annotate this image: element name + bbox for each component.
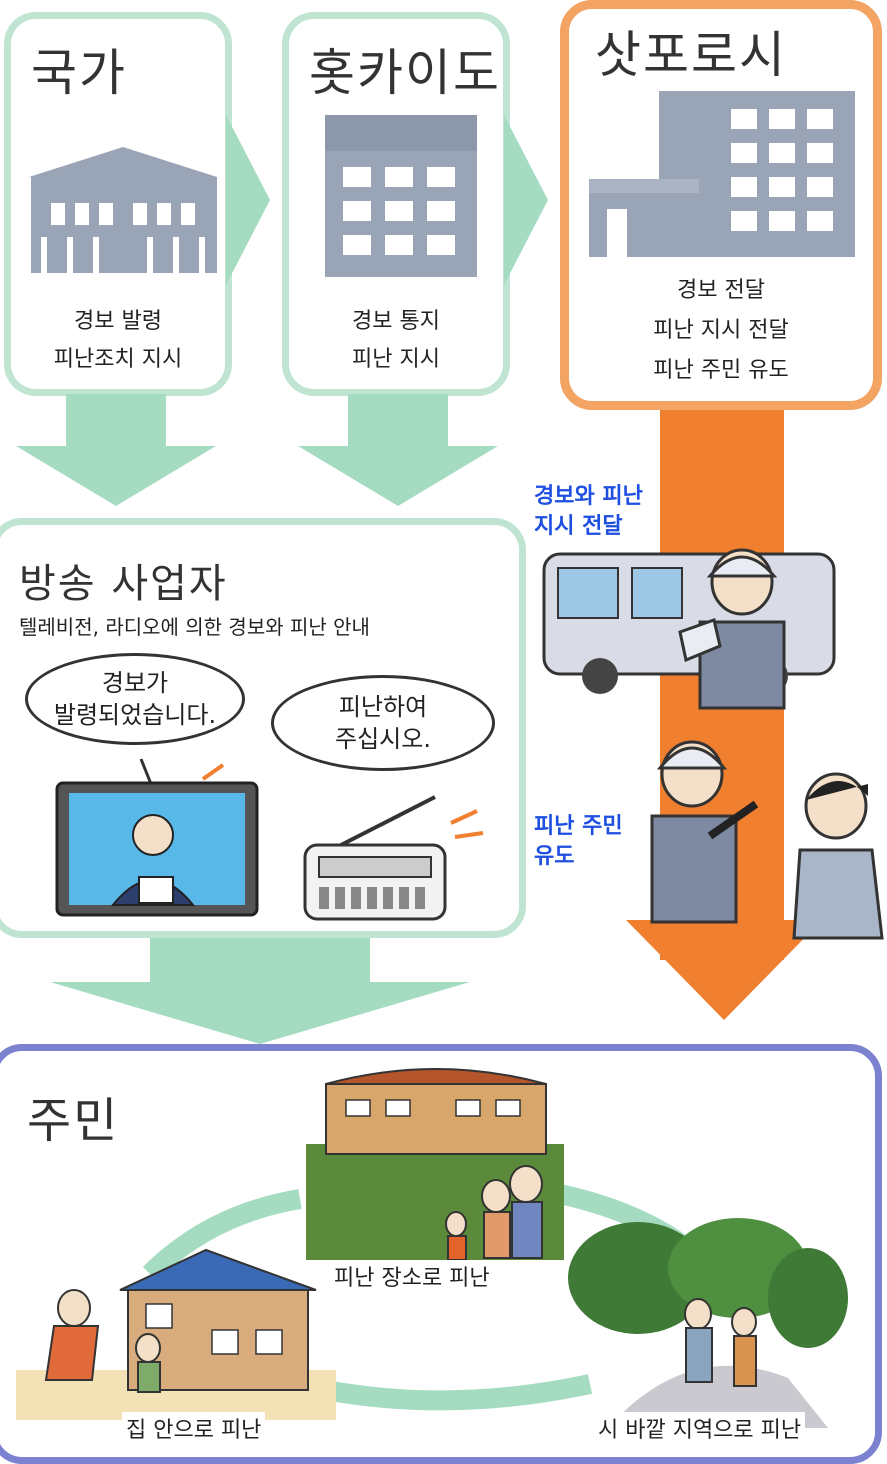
city-hall-icon — [589, 91, 855, 257]
sapporo-line-3: 피난 주민 유도 — [653, 358, 789, 383]
school-icon — [306, 1068, 564, 1261]
transmit-label: 경보와 피난 지시 전달 — [534, 482, 643, 542]
bubble-radio: 피난하여 주십시오. — [271, 675, 495, 771]
officer-icon — [650, 740, 759, 924]
tv-icon — [55, 758, 259, 917]
evac-home-caption: 집 안으로 피난 — [122, 1412, 266, 1444]
guide-label: 피난 주민 유도 — [534, 812, 623, 872]
bubble-radio-line-1: 피난하여 — [338, 693, 428, 721]
bubble-tv-line-2: 발령되었습니다. — [53, 701, 217, 729]
arrow-right-icon — [504, 115, 548, 285]
national-line-1: 경보 발령 — [74, 309, 162, 334]
sapporo-desc: 경보 전달 피난 지시 전달 피난 주민 유도 — [569, 271, 873, 391]
bubble-tv-line-1: 경보가 — [101, 669, 169, 697]
transmit-line-2: 지시 전달 — [534, 514, 623, 539]
house-icon — [16, 1248, 336, 1420]
resident-icon — [792, 772, 884, 940]
bubble-tv: 경보가 발령되었습니다. — [25, 653, 245, 745]
forest-icon — [568, 1218, 848, 1428]
hokkaido-line-1: 경보 통지 — [352, 309, 440, 334]
national-title: 국가 — [31, 44, 127, 102]
officer-icon — [678, 548, 786, 710]
sapporo-line-1: 경보 전달 — [677, 278, 765, 303]
guide-line-2: 유도 — [534, 844, 575, 869]
radio-icon — [303, 795, 484, 921]
evac-shelter-caption: 피난 장소로 피난 — [330, 1260, 494, 1292]
prefectural-building-icon — [325, 115, 477, 277]
broadcaster-subtitle: 텔레비전, 라디오에 의한 경보와 피난 안내 — [19, 615, 370, 639]
arrow-down-icon — [298, 394, 498, 506]
national-desc: 경보 발령 피난조치 지시 — [11, 303, 225, 379]
arrow-right-icon — [226, 115, 270, 285]
evac-outside-caption: 시 바깥 지역으로 피난 — [594, 1412, 806, 1444]
bubble-radio-line-2: 주십시오. — [335, 725, 431, 753]
arrow-down-icon — [50, 938, 470, 1044]
national-line-2: 피난조치 지시 — [53, 347, 183, 372]
broadcaster-title: 방송 사업자 — [19, 561, 228, 607]
transmit-line-1: 경보와 피난 — [534, 484, 643, 509]
national-box: 국가 경보 발령 피난조치 지시 — [4, 12, 232, 396]
arrow-down-icon — [16, 394, 216, 506]
sapporo-title: 삿포로시 — [595, 26, 787, 84]
hokkaido-desc: 경보 통지 피난 지시 — [289, 303, 503, 379]
guide-line-1: 피난 주민 — [534, 814, 623, 839]
residents-title: 주민 — [27, 1093, 120, 1149]
sapporo-box: 삿포로시 경보 전달 피난 지시 전달 피난 주민 유도 — [560, 0, 882, 410]
sapporo-line-2: 피난 지시 전달 — [653, 318, 789, 343]
hokkaido-line-2: 피난 지시 — [352, 347, 440, 372]
hokkaido-box: 홋카이도 경보 통지 피난 지시 — [282, 12, 510, 396]
government-building-icon — [29, 147, 217, 273]
hokkaido-title: 홋카이도 — [309, 44, 501, 102]
broadcaster-box: 방송 사업자 텔레비전, 라디오에 의한 경보와 피난 안내 경보가 발령되었습… — [0, 518, 526, 938]
